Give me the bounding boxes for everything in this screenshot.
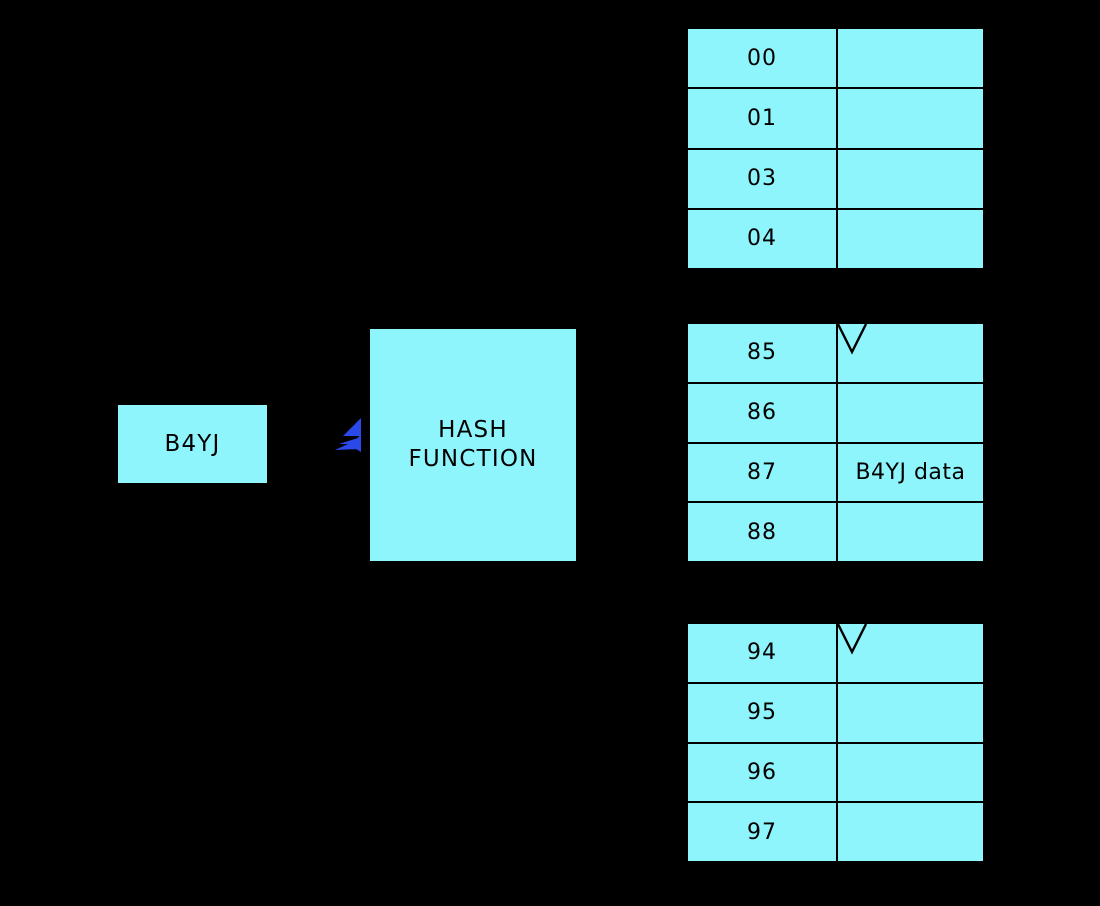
value-cell [838, 89, 983, 147]
address-cell: 95 [688, 683, 838, 742]
table-row[interactable]: 97 [688, 803, 983, 863]
address-cell: 96 [688, 743, 838, 802]
table-row[interactable]: 04 [688, 209, 983, 268]
table-row[interactable]: 96 [688, 743, 983, 804]
table-row[interactable]: 85 [688, 324, 983, 384]
table-row[interactable]: 87 B4YJ data [688, 443, 983, 504]
table-row[interactable]: 95 [688, 683, 983, 744]
memory-table-bottom: 94 95 96 97 [686, 622, 985, 865]
value-cell [838, 324, 983, 382]
value-cell [838, 684, 983, 742]
input-key-box[interactable]: B4YJ [116, 403, 269, 485]
address-cell: 00 [688, 29, 838, 88]
value-cell [838, 803, 983, 861]
blue-arrowhead-icon [335, 418, 361, 452]
value-cell [838, 624, 983, 682]
address-cell: 94 [688, 624, 838, 682]
value-cell [838, 744, 983, 802]
value-cell [838, 384, 983, 442]
input-key-label: B4YJ [164, 430, 221, 457]
table-row[interactable]: 01 [688, 89, 983, 150]
table-row[interactable]: 86 [688, 383, 983, 444]
memory-table-top: 00 01 03 04 [686, 27, 985, 270]
table-row[interactable]: 03 [688, 149, 983, 210]
hash-function-label: HASH FUNCTION [408, 417, 538, 472]
table-row[interactable]: 00 [688, 29, 983, 90]
address-cell: 87 [688, 443, 838, 502]
value-cell [838, 29, 983, 87]
value-cell [838, 503, 983, 561]
memory-table-middle: 85 86 87 B4YJ data 88 [686, 322, 985, 565]
address-cell: 03 [688, 149, 838, 208]
value-cell [838, 210, 983, 268]
table-row[interactable]: 94 [688, 624, 983, 684]
address-cell: 86 [688, 383, 838, 442]
value-cell: B4YJ data [855, 459, 966, 485]
address-cell: 01 [688, 89, 838, 148]
value-cell [838, 150, 983, 208]
hash-function-box[interactable]: HASH FUNCTION [368, 327, 578, 563]
address-cell: 88 [688, 503, 838, 561]
address-cell: 97 [688, 803, 838, 861]
address-cell: 04 [688, 209, 838, 268]
table-row[interactable]: 88 [688, 503, 983, 563]
address-cell: 85 [688, 324, 838, 382]
